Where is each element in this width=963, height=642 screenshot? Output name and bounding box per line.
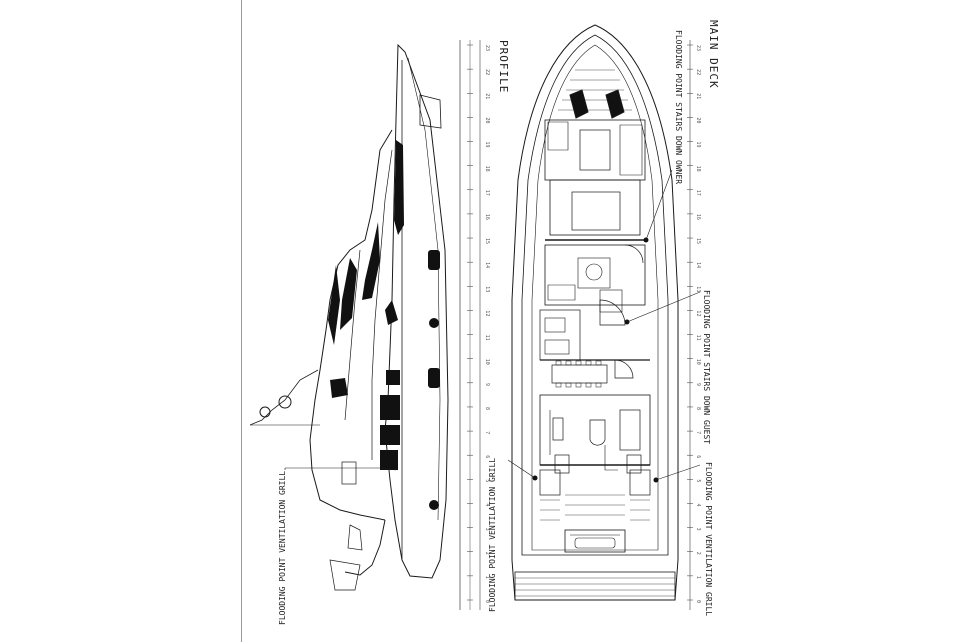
profile-frame-number: 9 (484, 383, 490, 386)
main-deck-title: MAIN DECK (707, 20, 720, 89)
label-vent-port: FLOODING POINT VENTILATION GRILL (488, 458, 497, 612)
deck-frame-number: 13 (695, 286, 701, 292)
profile-frame-number: 23 (484, 45, 490, 51)
deck-frame-number: 15 (695, 238, 701, 244)
label-vent-profile: FLOODING POINT VENTILATION GRILL (278, 471, 287, 625)
deck-frame-number: 23 (695, 45, 701, 51)
profile-frame-number: 13 (484, 286, 490, 292)
deck-frame-number: 22 (695, 69, 701, 75)
deck-frame-number: 14 (695, 262, 701, 268)
profile-frame-number: 17 (484, 190, 490, 196)
profile-frame-number: 6 (484, 455, 490, 458)
profile-frame-number: 21 (484, 93, 490, 99)
profile-frame-number: 12 (484, 310, 490, 316)
profile-view (249, 40, 471, 610)
deck-frame-number: 16 (695, 214, 701, 220)
deck-frame-number: 8 (695, 407, 701, 410)
profile-frame-number: 3 (484, 528, 490, 531)
profile-frame-number: 18 (484, 166, 490, 172)
profile-frame-number: 8 (484, 407, 490, 410)
profile-frame-number: 15 (484, 238, 490, 244)
deck-frame-number: 4 (695, 503, 701, 506)
profile-frame-number: 4 (484, 503, 490, 506)
deck-frame-number: 7 (695, 431, 701, 434)
deck-frame-number: 2 (695, 552, 701, 555)
deck-frame-number: 12 (695, 310, 701, 316)
deck-frame-number: 20 (695, 117, 701, 123)
profile-frame-number: 7 (484, 431, 490, 434)
deck-frame-number: 19 (695, 142, 701, 148)
deck-frame-number: 18 (695, 166, 701, 172)
profile-frame-number: 1 (484, 576, 490, 579)
deck-frame-number: 9 (695, 383, 701, 386)
profile-frame-number: 22 (484, 69, 490, 75)
drawing-sheet (241, 0, 722, 642)
profile-frame-number: 0 (484, 600, 490, 603)
profile-vent-leader (284, 467, 397, 471)
main-deck-plan (479, 24, 701, 610)
profile-frame-number: 16 (484, 214, 490, 220)
deck-frame-number: 5 (695, 479, 701, 482)
label-vent-starboard: FLOODING POINT VENTILATION GRILL (704, 462, 713, 616)
deck-frame-number: 10 (695, 359, 701, 365)
profile-frame-number: 11 (484, 335, 490, 341)
deck-frame-number: 0 (695, 600, 701, 603)
deck-frame-number: 3 (695, 528, 701, 531)
deck-frame-number: 17 (695, 190, 701, 196)
profile-frame-number: 10 (484, 359, 490, 365)
profile-frame-number: 2 (484, 552, 490, 555)
profile-frame-number: 20 (484, 117, 490, 123)
profile-title: PROFILE (497, 40, 510, 93)
deck-frame-number: 21 (695, 93, 701, 99)
label-stairs-owner: FLOODING POINT STAIRS DOWN OWNER (674, 30, 683, 184)
profile-frame-number: 19 (484, 142, 490, 148)
profile-frame-number: 5 (484, 479, 490, 482)
deck-frame-number: 1 (695, 576, 701, 579)
deck-frame-number: 6 (695, 455, 701, 458)
label-stairs-guest: FLOODING POINT STAIRS DOWN GUEST (702, 290, 711, 444)
profile-frame-number: 14 (484, 262, 490, 268)
deck-frame-number: 11 (695, 335, 701, 341)
